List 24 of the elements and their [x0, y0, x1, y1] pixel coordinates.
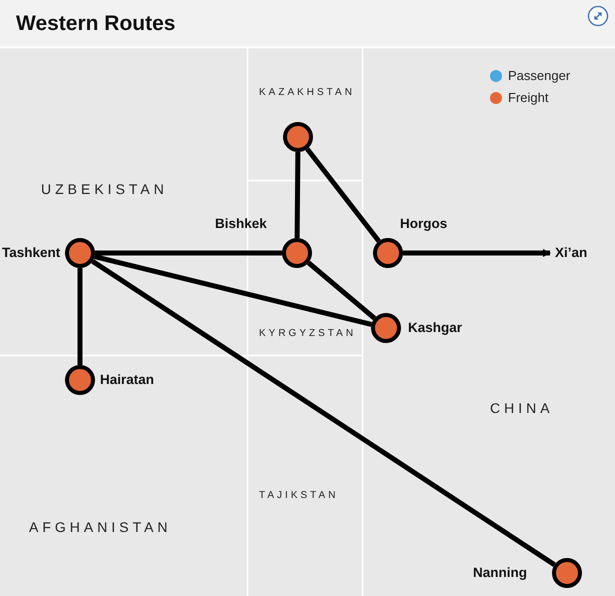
legend-label: Passenger: [508, 68, 570, 83]
route-line: [78, 268, 82, 365]
country-label: KAZAKHSTAN: [259, 87, 355, 98]
station-name: Nanning: [473, 565, 527, 581]
legend-label: Freight: [508, 90, 548, 105]
route-line: [306, 260, 376, 320]
arrow: [403, 249, 551, 257]
country-label: TAJIKSTAN: [259, 490, 338, 501]
country-label: UZBEKISTAN: [41, 181, 168, 197]
station-name: Horgos: [400, 216, 448, 232]
route-line: [305, 147, 381, 243]
station-name: Kashgar: [408, 320, 462, 336]
route-line: [95, 250, 282, 256]
country-label: CHINA: [490, 400, 554, 416]
route-line: [294, 152, 300, 238]
country-label: KYRGYZSTAN: [259, 328, 356, 339]
station-name: Tashkent: [2, 245, 60, 261]
route-line: [94, 254, 372, 327]
station-name: Xi’an: [555, 245, 588, 261]
station-name: Bishkek: [215, 216, 267, 232]
country-label: AFGHANISTAN: [29, 519, 172, 535]
title: Western Routes: [16, 12, 176, 36]
route-line: [91, 259, 556, 567]
station-name: Hairatan: [100, 372, 154, 388]
